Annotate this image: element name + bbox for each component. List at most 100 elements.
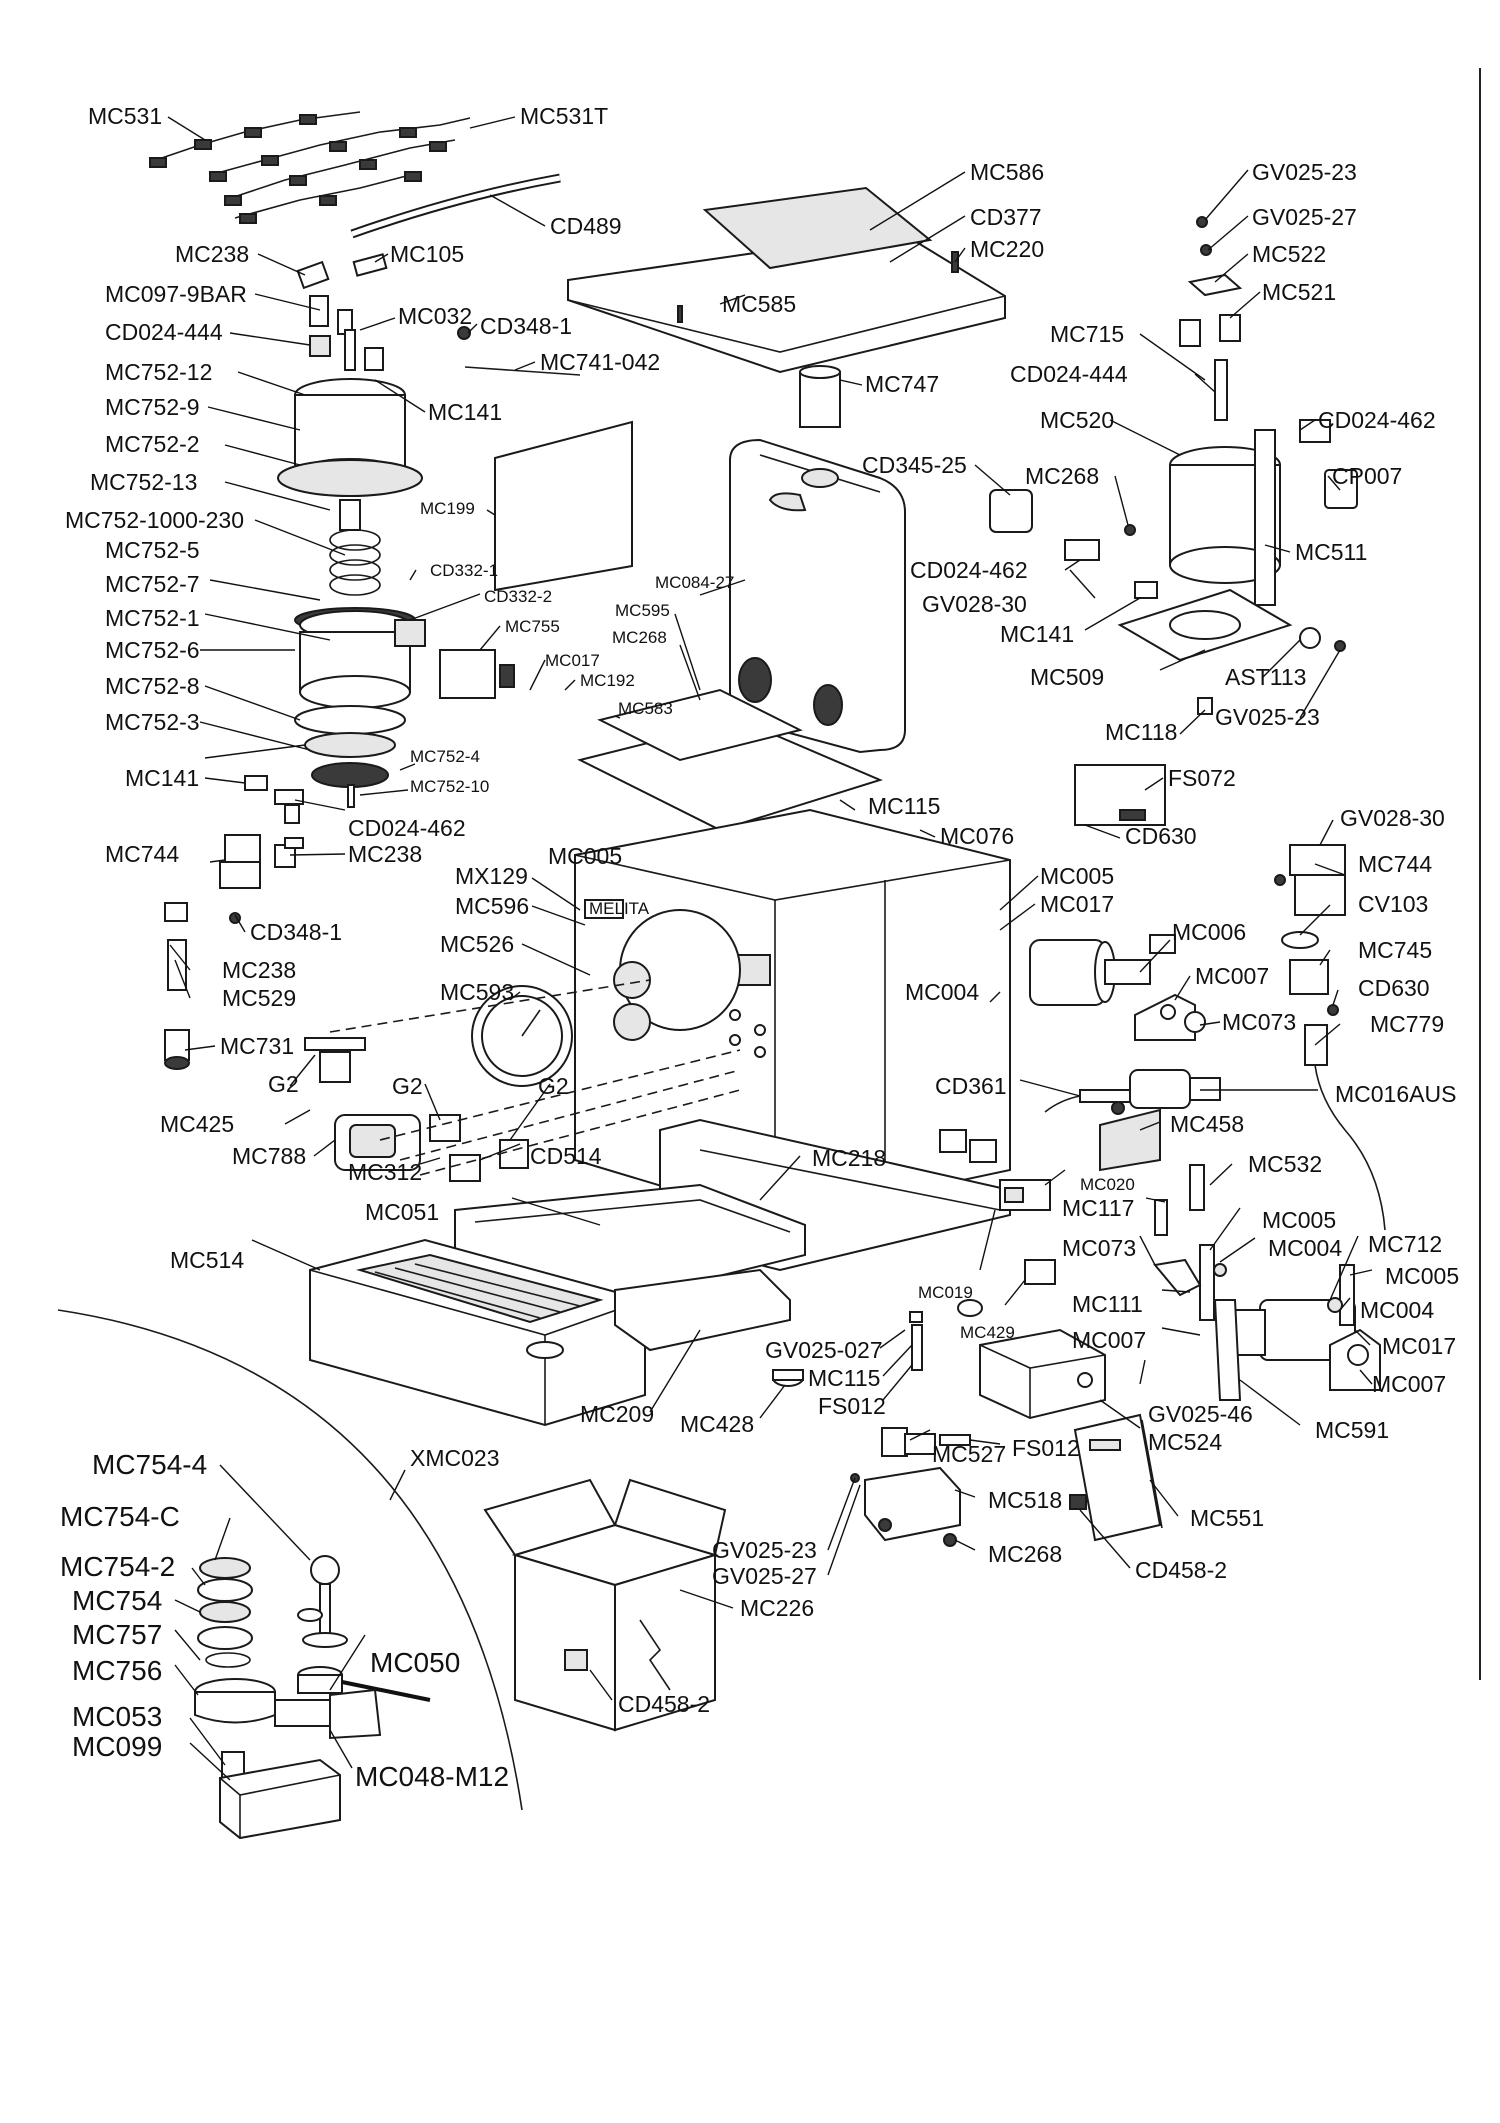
label-mc051: MC051 (365, 1199, 439, 1225)
label-mc115-b: MC115 (808, 1365, 880, 1391)
label-mc752-5: MC752-5 (105, 537, 200, 563)
label-mc752-1000-230: MC752-1000-230 (65, 507, 244, 533)
label-mc192: MC192 (580, 671, 635, 690)
label-gv025-27: GV025-27 (1252, 204, 1357, 230)
label-mc004-b: MC004 (1268, 1235, 1342, 1261)
label-mc779: MC779 (1370, 1011, 1444, 1037)
label-mc019: MC019 (918, 1283, 973, 1302)
label-cd024-462-b: CD024-462 (910, 557, 1028, 583)
label-mc048-m12: MC048-M12 (355, 1761, 509, 1792)
label-mc005-c: MC005 (1262, 1207, 1336, 1233)
small-parts-bottom (772, 1179, 1056, 1387)
label-mc591: MC591 (1315, 1417, 1389, 1443)
label-mc238-c: MC238 (222, 957, 296, 983)
boiler-group (989, 216, 1358, 715)
label-mc752-10: MC752-10 (410, 777, 489, 796)
label-mc218: MC218 (812, 1145, 886, 1171)
label-mc747: MC747 (865, 371, 939, 397)
carton-mc226 (483, 1478, 727, 1732)
pump-assembly-lower (1153, 1164, 1381, 1401)
label-cd458-2-b: CD458-2 (618, 1691, 710, 1717)
label-mc005-d: MC005 (1385, 1263, 1459, 1289)
label-cd348-1: CD348-1 (480, 313, 572, 339)
label-mc199: MC199 (420, 499, 475, 518)
bracket-mc518 (850, 1427, 971, 1547)
label-mc585: MC585 (722, 291, 796, 317)
label-mc531t: MC531T (520, 103, 608, 129)
label-cd024-462-c: CD024-462 (348, 815, 466, 841)
block-mc524 (979, 1328, 1106, 1420)
label-mc752-7: MC752-7 (105, 571, 200, 597)
label-gv025-027: GV025-027 (765, 1337, 883, 1363)
label-mx129: MX129 (455, 863, 528, 889)
pump-mc006 (1029, 934, 1206, 1041)
label-mc268: MC268 (1025, 463, 1099, 489)
label-mc741-042: MC741-042 (540, 349, 660, 375)
label-mc551: MC551 (1190, 1505, 1264, 1531)
label-mc016aus: MC016AUS (1335, 1081, 1456, 1107)
small-tray (614, 1268, 791, 1352)
label-mc312: MC312 (348, 1159, 422, 1185)
label-fs072: FS072 (1168, 765, 1236, 791)
label-mc712: MC712 (1368, 1231, 1442, 1257)
valve-fittings-left (164, 775, 304, 1070)
label-mc520: MC520 (1040, 407, 1114, 433)
label-cd630-b: CD630 (1358, 975, 1430, 1001)
brand-stamp (584, 899, 624, 919)
label-mc514: MC514 (170, 1247, 244, 1273)
label-mc752-1: MC752-1 (105, 605, 200, 631)
label-mc754-4: MC754-4 (92, 1449, 207, 1480)
label-cd024-444: CD024-444 (105, 319, 223, 345)
label-mc425: MC425 (160, 1111, 234, 1137)
wire-harness (149, 111, 471, 224)
label-mc757: MC757 (72, 1619, 162, 1650)
label-mc428: MC428 (680, 1411, 754, 1437)
label-mc141-b: MC141 (1000, 621, 1074, 647)
label-mc524: MC524 (1148, 1429, 1222, 1455)
water-tank (729, 438, 906, 754)
label-mc593: MC593 (440, 979, 514, 1005)
label-mc141-c: MC141 (125, 765, 199, 791)
label-mc007: MC007 (1195, 963, 1269, 989)
label-mc731: MC731 (220, 1033, 294, 1059)
label-cd458: MC458 (1170, 1111, 1244, 1137)
label-cd024-462: CD024-462 (1318, 407, 1436, 433)
label-cd024-444-b: CD024-444 (1010, 361, 1128, 387)
label-mc020: MC020 (1080, 1175, 1135, 1194)
label-mc752-9: MC752-9 (105, 394, 200, 420)
label-mc268-c: MC268 (988, 1541, 1062, 1567)
label-mc752-8: MC752-8 (105, 673, 200, 699)
switch-assembly (304, 985, 573, 1182)
label-mc752-3: MC752-3 (105, 709, 200, 735)
label-mc005: MC005 (548, 843, 622, 869)
label-mc118: MC118 (1105, 719, 1177, 745)
label-mc527: MC527 (932, 1441, 1006, 1467)
label-mc756: MC756 (72, 1655, 162, 1686)
label-mc111: MC111 (1072, 1291, 1143, 1317)
label-gv025-46: GV025-46 (1148, 1401, 1253, 1427)
label-cd514: CD514 (530, 1143, 602, 1169)
label-mc117: MC117 (1062, 1195, 1134, 1221)
label-gv025-27-b: GV025-27 (712, 1563, 817, 1589)
label-mc429: MC429 (960, 1323, 1015, 1342)
label-mc032: MC032 (398, 303, 472, 329)
label-mc073: MC073 (1222, 1009, 1296, 1035)
label-mc099: MC099 (72, 1731, 162, 1762)
label-mc754-2: MC754-2 (60, 1551, 175, 1582)
label-mc752-6: MC752-6 (105, 637, 200, 663)
label-mc076: MC076 (940, 823, 1014, 849)
drip-tray (309, 1238, 646, 1427)
label-mc007-c: MC007 (1372, 1371, 1446, 1397)
label-mc004: MC004 (905, 979, 979, 1005)
label-mc006: MC006 (1172, 919, 1246, 945)
label-cv103: CV103 (1358, 891, 1428, 917)
power-cord (1044, 1069, 1221, 1172)
label-cp007: CP007 (1332, 463, 1402, 489)
label-gv028-30-b: GV028-30 (1340, 805, 1445, 831)
label-gv025-23: GV025-23 (1252, 159, 1357, 185)
label-cd332-1: CD332-1 (430, 561, 498, 580)
label-mc004-c: MC004 (1360, 1297, 1434, 1323)
label-mc522: MC522 (1252, 241, 1326, 267)
label-mc754-c: MC754-C (60, 1501, 180, 1532)
label-mc005-b: MC005 (1040, 863, 1114, 889)
